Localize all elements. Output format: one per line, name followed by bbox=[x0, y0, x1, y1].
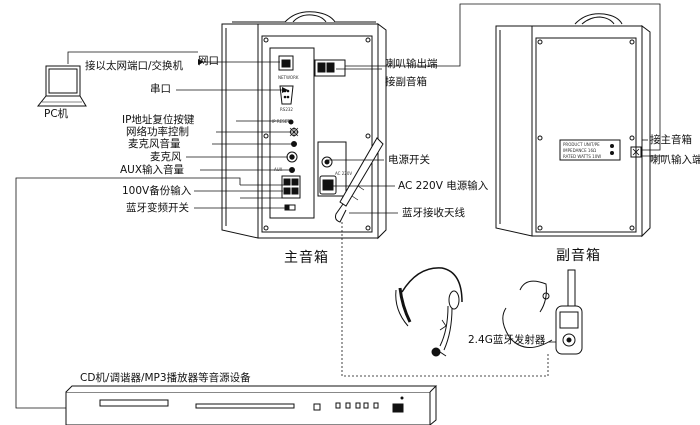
label-mic-volume: 麦克风音量 bbox=[128, 138, 181, 150]
label-power-switch: 电源开关 bbox=[388, 154, 430, 166]
bluetooth-transmitter bbox=[502, 269, 583, 355]
label-100v-backup: 100V备份输入 bbox=[122, 185, 192, 197]
label-sub-speaker: 副音箱 bbox=[556, 248, 601, 264]
label-ip-reset: IP地址复位按键 bbox=[122, 114, 195, 126]
label-net-power: 网络功率控制 bbox=[126, 126, 189, 138]
main-speaker-cabinet bbox=[221, 11, 387, 240]
label-source-device: CD机/调谐器/MP3播放器等音源设备 bbox=[80, 372, 251, 384]
main-control-plate bbox=[269, 47, 315, 219]
label-bt-antenna: 蓝牙接收天线 bbox=[402, 207, 465, 219]
label-serial: 串口 bbox=[150, 83, 171, 95]
bluetooth-antenna bbox=[335, 137, 384, 223]
source-device bbox=[65, 385, 438, 425]
connection-lines bbox=[15, 3, 668, 409]
panel-text-network: NETWORK bbox=[278, 75, 299, 80]
label-main-speaker: 主音箱 bbox=[284, 250, 329, 266]
label-speaker-in: 喇叭输入端 bbox=[650, 154, 700, 166]
headset-microphone bbox=[395, 267, 463, 357]
sub-plate-line-2: IMPEDANCE 16Ω bbox=[563, 148, 597, 153]
label-speaker-out: 喇叭输出端 bbox=[385, 58, 438, 70]
panel-text-ip-reset: IP RESET bbox=[272, 119, 290, 124]
panel-text-serial: RS232 bbox=[280, 107, 293, 112]
panel-text-aux: AUX bbox=[274, 167, 283, 172]
label-network-port: 网口 bbox=[198, 55, 219, 67]
panel-text-ac: AC 220V bbox=[335, 171, 353, 176]
sub-speaker-cabinet bbox=[495, 13, 651, 238]
arrow-heads bbox=[198, 59, 288, 93]
label-transmitter: 2.4G蓝牙发射器 bbox=[468, 334, 546, 346]
label-pc: PC机 bbox=[44, 108, 69, 120]
sub-plate-line-1: PRODUCT UNIT/PE bbox=[563, 142, 600, 147]
sub-plate-line-3: RATED WATTS 10W bbox=[563, 154, 602, 159]
label-pc-port: 接以太网端口/交换机 bbox=[85, 60, 184, 72]
pc-laptop bbox=[36, 65, 87, 107]
label-ac-input: AC 220V 电源输入 bbox=[398, 180, 489, 192]
label-mic: 麦克风 bbox=[150, 151, 182, 163]
main-power-area bbox=[317, 141, 347, 197]
label-aux-volume: AUX输入音量 bbox=[120, 164, 185, 176]
label-to-main: 接主音箱 bbox=[650, 134, 692, 146]
label-bt-freq: 蓝牙变频开关 bbox=[126, 202, 189, 214]
label-to-sub: 接副音箱 bbox=[385, 76, 427, 88]
main-speaker-output-terminal bbox=[314, 59, 346, 77]
